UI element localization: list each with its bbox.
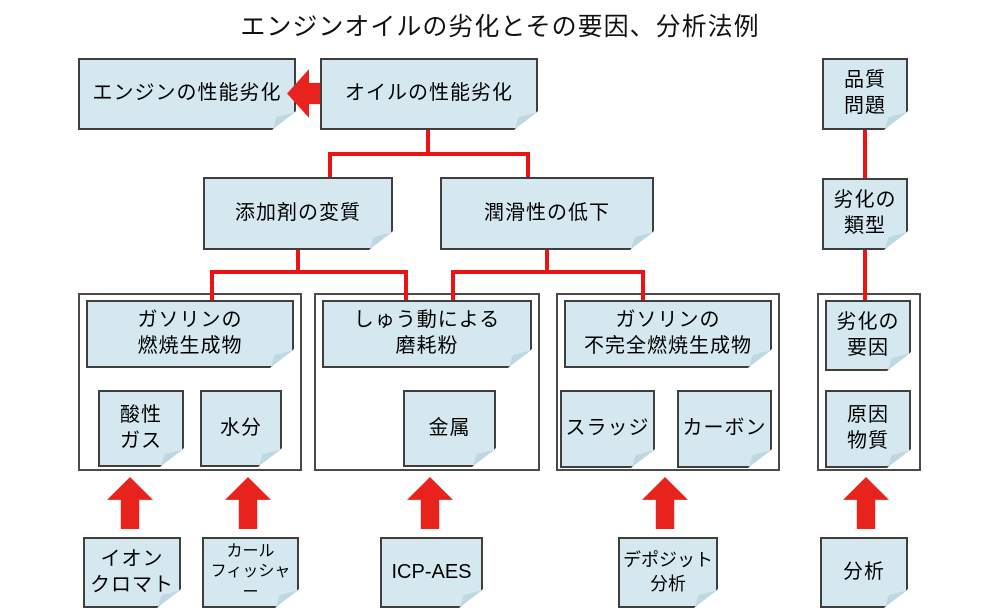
connector-line bbox=[451, 270, 645, 274]
note-icp-aes: ICP-AES bbox=[380, 537, 483, 608]
note-analysis: 分析 bbox=[820, 537, 908, 608]
note-cause-substance: 原因 物質 bbox=[825, 390, 911, 468]
note-carbon: カーボン bbox=[677, 390, 772, 468]
connector-line bbox=[426, 129, 430, 155]
connector-line bbox=[451, 270, 455, 302]
note-ion-chromatography: イオン クロマト bbox=[83, 537, 181, 608]
connector-line bbox=[641, 270, 645, 302]
note-additive-change: 添加剤の変質 bbox=[203, 177, 393, 250]
note-degradation-factor: 劣化の 要因 bbox=[825, 300, 911, 371]
note-sludge: スラッジ bbox=[560, 390, 655, 468]
note-incomplete-combustion-header: ガソリンの 不完全燃焼生成物 bbox=[564, 300, 772, 368]
diagram-title: エンジンオイルの劣化とその要因、分析法例 bbox=[240, 13, 760, 41]
connector-line bbox=[210, 270, 214, 302]
note-quality-problem: 品質 問題 bbox=[822, 58, 908, 130]
flow-arrow-up-icon bbox=[107, 477, 153, 529]
connector-line bbox=[545, 249, 549, 273]
flow-arrow-up-icon bbox=[407, 477, 453, 529]
note-acid-gas: 酸性 ガス bbox=[98, 390, 184, 467]
connector-line bbox=[296, 249, 300, 273]
flow-arrow-up-icon bbox=[843, 477, 889, 529]
note-engine-performance-degradation: エンジンの性能劣化 bbox=[78, 58, 296, 130]
flow-arrow-up-icon bbox=[225, 477, 271, 529]
note-moisture: 水分 bbox=[200, 390, 282, 467]
connector-line bbox=[526, 152, 530, 178]
connector-line bbox=[328, 152, 530, 156]
note-deposit-analysis: デポジット 分析 bbox=[618, 537, 718, 608]
note-karl-fischer: カール フィッシャー bbox=[202, 537, 299, 608]
connector-line bbox=[210, 270, 408, 274]
note-metal: 金属 bbox=[403, 390, 496, 467]
connector-line bbox=[328, 152, 332, 178]
note-lubricity-drop: 潤滑性の低下 bbox=[440, 177, 654, 250]
connector-line bbox=[863, 129, 867, 179]
connector-line bbox=[863, 249, 867, 302]
connector-line bbox=[404, 270, 408, 302]
note-degradation-type: 劣化の 類型 bbox=[822, 178, 908, 250]
note-wear-particles-header: しゅう動による 磨耗粉 bbox=[322, 300, 532, 368]
flow-arrow-up-icon bbox=[642, 477, 688, 529]
note-oil-performance-degradation: オイルの性能劣化 bbox=[320, 58, 538, 130]
note-combustion-products-header: ガソリンの 燃焼生成物 bbox=[86, 300, 294, 368]
